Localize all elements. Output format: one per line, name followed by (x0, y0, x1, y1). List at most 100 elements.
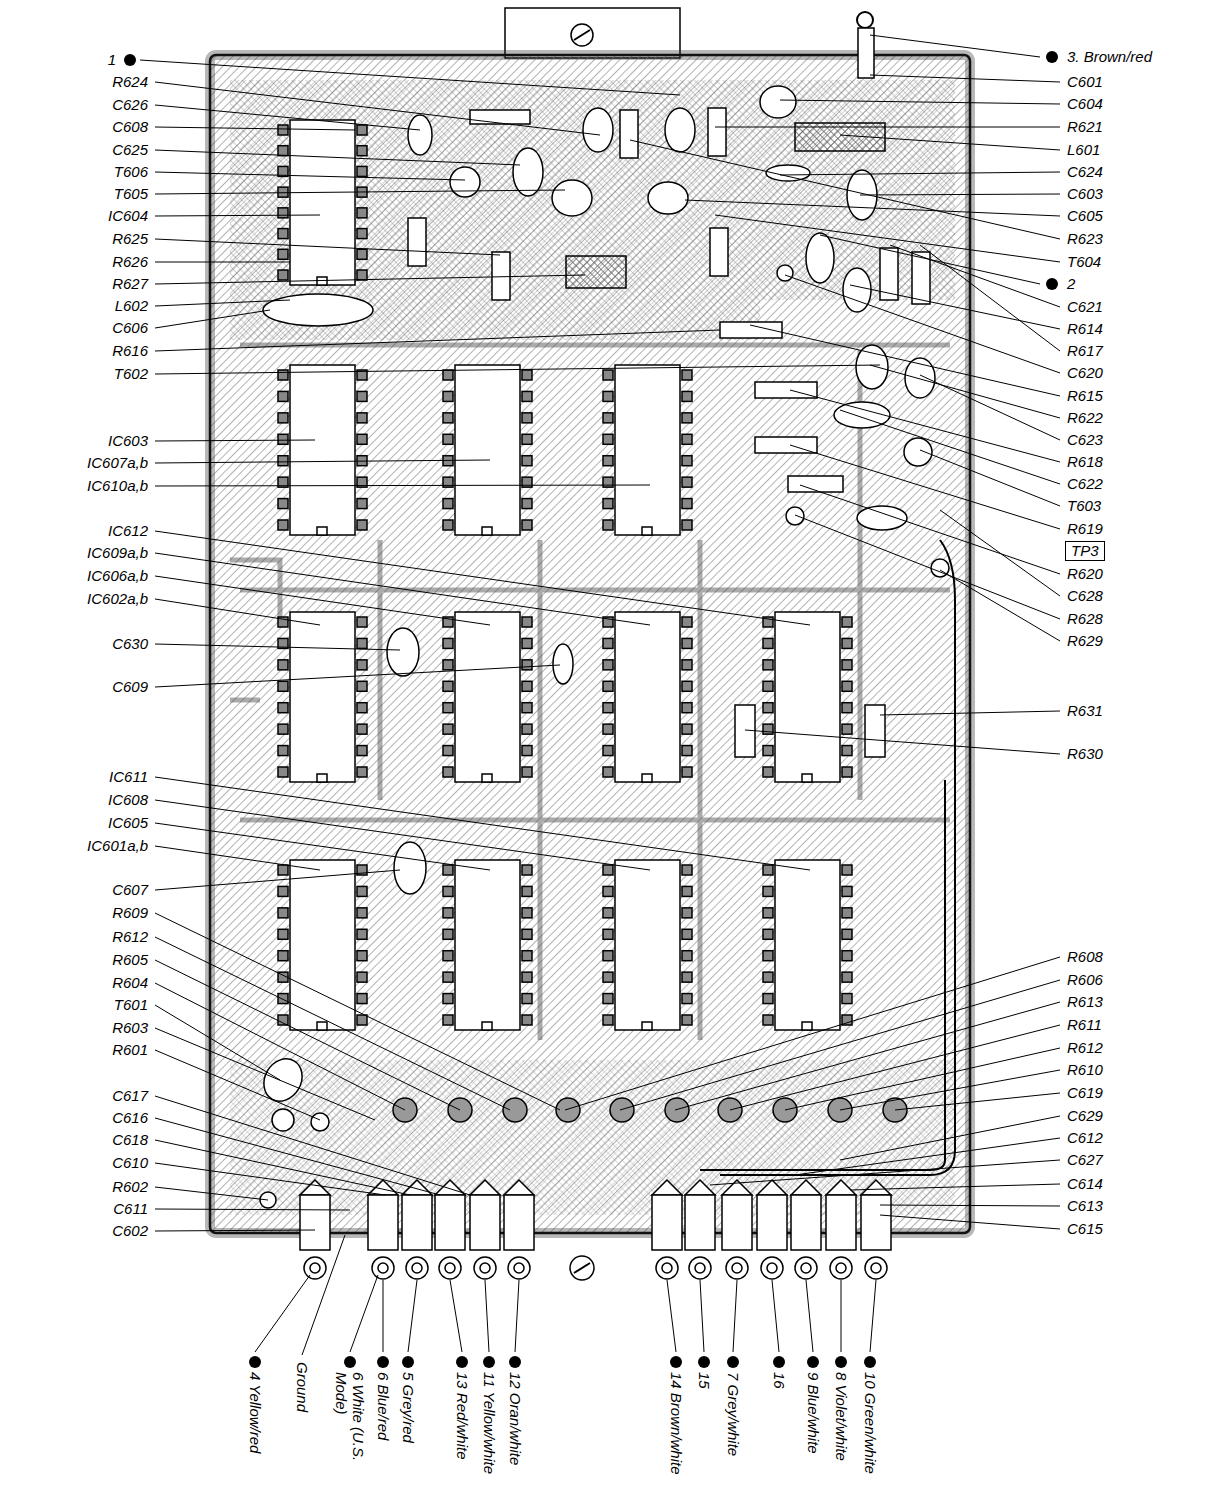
leader-line (302, 1235, 345, 1355)
ic-pin (357, 972, 367, 982)
leader-line (880, 1205, 1060, 1206)
ic-package (290, 120, 355, 285)
ic-pin (443, 746, 453, 756)
wire-label: 4 Yellow/red (247, 1372, 264, 1453)
ic-pin (603, 994, 613, 1004)
ic-pin (357, 391, 367, 401)
callout-label: C604 (1065, 95, 1105, 112)
leader-line (155, 531, 810, 625)
ic-pin (522, 520, 532, 530)
callout-label: L602 (113, 297, 150, 314)
connector-pin (470, 1195, 500, 1250)
leader-line (155, 576, 490, 625)
ic-pin (682, 638, 692, 648)
ic-pin (682, 972, 692, 982)
ic-pin (357, 660, 367, 670)
ic-pin (443, 413, 453, 423)
ic-pin (603, 681, 613, 691)
wire-label: 9 Blue/white (805, 1372, 822, 1454)
callout-label: R630 (1065, 745, 1105, 762)
ic-notch (482, 774, 492, 782)
callout-label: C609 (110, 678, 150, 695)
leader-line (895, 1093, 1060, 1110)
callout-label: R611 (1065, 1016, 1104, 1033)
ic-pin (682, 951, 692, 961)
ic-pin (603, 746, 613, 756)
connector-pin (826, 1195, 856, 1250)
ic-pin (842, 886, 852, 896)
ic-pin (278, 951, 288, 961)
ic-pin (522, 972, 532, 982)
leader-line (155, 330, 720, 351)
connector-pin (652, 1195, 682, 1250)
solder-eye (695, 1263, 705, 1273)
solder-eye (795, 1257, 817, 1279)
callout-label: C622 (1065, 475, 1105, 492)
ic-pin (763, 929, 773, 939)
ic-pin (682, 908, 692, 918)
callout-label: R610 (1065, 1061, 1105, 1078)
leader-line (790, 390, 1060, 462)
pin-bullet (377, 1356, 389, 1368)
leader-line (155, 846, 320, 870)
ic-pin (522, 1015, 532, 1025)
pin-bullet (509, 1356, 521, 1368)
ic-pin (357, 413, 367, 423)
solder-eye (445, 1263, 455, 1273)
solder-eye (372, 1257, 394, 1279)
ic-pin (357, 1015, 367, 1025)
ic-pin (443, 681, 453, 691)
ic-pin (842, 681, 852, 691)
ic-pin (357, 951, 367, 961)
leader-line (715, 127, 1060, 128)
ic-pin (763, 865, 773, 875)
callout-label: C619 (1065, 1084, 1105, 1101)
callout-label: R628 (1065, 610, 1105, 627)
ic-pin (682, 865, 692, 875)
ic-pin (278, 703, 288, 713)
leader-line (155, 460, 490, 463)
ic-package (775, 860, 840, 1030)
callout-label: R609 (110, 904, 150, 921)
solder-eye (412, 1263, 422, 1273)
ic-pin (278, 370, 288, 380)
ic-pin (603, 391, 613, 401)
ic-pin (357, 767, 367, 777)
ic-pin (443, 886, 453, 896)
ic-pin (603, 413, 613, 423)
leader-line (685, 200, 1060, 216)
ic-pin (682, 499, 692, 509)
wire-label: 6 White (U.S. Mode) (333, 1372, 367, 1497)
ic-pin (522, 413, 532, 423)
pin-cap (300, 1180, 330, 1195)
test-point-box: TP3 (1065, 541, 1105, 561)
ic-pin (603, 972, 613, 982)
callout-label: R603 (110, 1019, 150, 1036)
ic-pin (763, 638, 773, 648)
ic-pin (682, 660, 692, 670)
ic-pin (443, 724, 453, 734)
ic-pin (522, 951, 532, 961)
ic-pin (522, 908, 532, 918)
leader-line (155, 553, 650, 625)
ic-pin (443, 660, 453, 670)
ic-pin (522, 370, 532, 380)
connector-pin (722, 1195, 752, 1250)
leader-line (940, 510, 1060, 596)
pin-cap (861, 1180, 891, 1195)
callout-label: R606 (1065, 971, 1105, 988)
solder-eye (514, 1263, 524, 1273)
callout-label: C620 (1065, 364, 1105, 381)
leader-line (730, 1025, 1060, 1110)
leader-line (880, 711, 1060, 715)
ic-pin (682, 1015, 692, 1025)
ic-notch (802, 1022, 812, 1030)
callout-label: C608 (110, 118, 150, 135)
leader-line (155, 1050, 320, 1120)
leader-line (860, 194, 1060, 195)
callout-label: C625 (110, 141, 150, 158)
leader-line (155, 1096, 470, 1195)
leader-line (840, 410, 1060, 484)
ic-pin (357, 681, 367, 691)
pin-cap (757, 1180, 787, 1195)
